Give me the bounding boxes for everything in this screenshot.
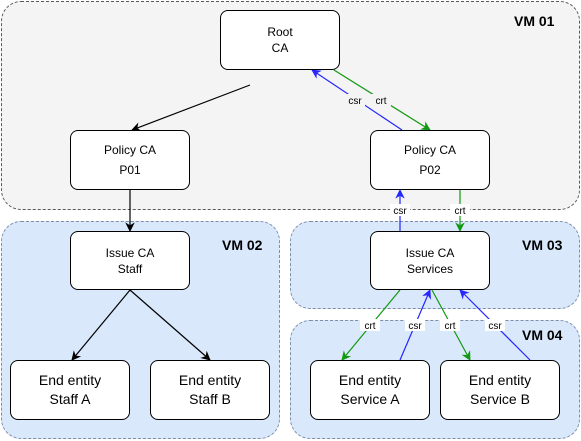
issue-ca-services-line1: Issue CA <box>405 245 455 260</box>
svg-text:csr: csr <box>488 321 502 332</box>
policy-ca-p01-line2: P01 <box>119 163 141 177</box>
issue-ca-staff-node[interactable]: Issue CA Staff <box>70 231 190 290</box>
root-to-p01-arrow <box>131 84 251 132</box>
issue-ca-services-line2: Services <box>406 261 453 276</box>
edge-label-crt-root: crt <box>371 94 391 107</box>
policy-ca-p01-line1: Policy CA <box>103 143 156 157</box>
end-entity-service-b-line2: Service B <box>470 391 530 407</box>
root-ca-line2: CA <box>271 41 289 55</box>
vm04-label: VM 04 <box>522 327 563 343</box>
svg-text:csr: csr <box>348 96 362 107</box>
edge-label-csr-service-a: csr <box>405 319 425 332</box>
end-entity-service-b-line1: End entity <box>468 372 532 388</box>
edge-label-csr-root: csr <box>345 94 365 107</box>
svg-text:csr: csr <box>408 321 422 332</box>
edge-label-csr-p02: csr <box>390 204 410 217</box>
policy-ca-p02-node[interactable]: Policy CA P02 <box>370 130 490 190</box>
end-entity-service-b-node[interactable]: End entity Service B <box>440 360 560 420</box>
staff-to-entity-a-arrow <box>71 289 131 361</box>
staff-to-entity-b-arrow <box>129 289 211 361</box>
end-entity-service-a-line2: Service A <box>340 391 400 407</box>
end-entity-staff-a-node[interactable]: End entity Staff A <box>10 360 130 420</box>
end-entity-staff-b-line1: End entity <box>178 372 242 388</box>
end-entity-service-a-node[interactable]: End entity Service A <box>310 360 430 420</box>
policy-ca-p02-line2: P02 <box>419 163 441 177</box>
svg-text:crt: crt <box>444 321 455 332</box>
edge-label-crt-service-a: crt <box>360 319 380 332</box>
svg-text:crt: crt <box>454 206 465 217</box>
issue-ca-staff-line2: Staff <box>117 261 143 276</box>
root-ca-node[interactable]: Root CA <box>220 10 340 70</box>
edge-label-crt-service-b: crt <box>440 319 460 332</box>
policy-ca-p02-line1: Policy CA <box>403 143 456 157</box>
policy-ca-p01-node[interactable]: Policy CA P01 <box>70 130 190 190</box>
end-entity-staff-a-line1: End entity <box>38 372 102 388</box>
vm02-label: VM 02 <box>222 237 263 253</box>
svg-text:crt: crt <box>364 321 375 332</box>
issue-ca-services-node[interactable]: Issue CA Services <box>370 231 490 290</box>
end-entity-staff-b-line2: Staff B <box>189 391 231 407</box>
vm01-label: VM 01 <box>514 13 555 29</box>
end-entity-staff-a-line2: Staff A <box>49 391 91 407</box>
root-ca-line1: Root <box>267 25 293 39</box>
end-entity-service-a-line1: End entity <box>338 372 402 388</box>
svg-text:csr: csr <box>393 206 407 217</box>
issue-ca-staff-line1: Issue CA <box>105 245 155 260</box>
vm03-label: VM 03 <box>522 237 563 253</box>
edge-label-csr-service-b: csr <box>485 319 505 332</box>
end-entity-staff-b-node[interactable]: End entity Staff B <box>150 360 270 420</box>
svg-text:crt: crt <box>375 96 386 107</box>
edge-label-crt-p02: crt <box>450 204 470 217</box>
